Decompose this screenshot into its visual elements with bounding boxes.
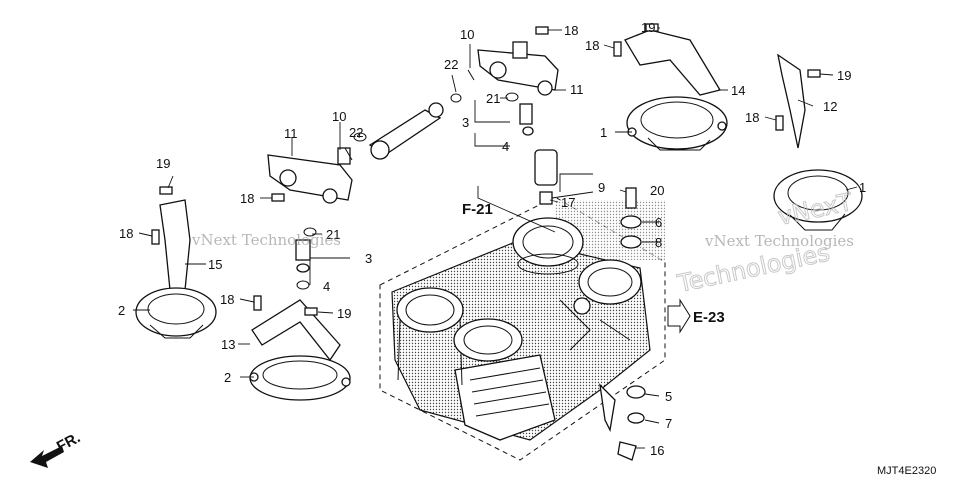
callout-labels: 1 1 2 2 3 3 4 4 5 6 7 8 9 10 10 11 11 12… [118, 20, 866, 458]
fuel-rail-upper [477, 41, 559, 136]
watermark-left: vNext Technologies [191, 231, 341, 249]
callout-1-top: 1 [600, 125, 607, 140]
throttle-body-assembly [379, 196, 666, 461]
callout-18-right: 18 [745, 110, 759, 125]
callout-21-mid: 21 [326, 227, 340, 242]
callout-21-top: 21 [486, 91, 500, 106]
funnel-right [773, 53, 863, 231]
ref-e23-arrow [667, 298, 691, 334]
leader-lines [133, 27, 858, 449]
callout-17: 17 [561, 195, 575, 210]
callout-5: 5 [665, 389, 672, 404]
callout-10-left: 10 [332, 109, 346, 124]
callout-11-left: 11 [284, 126, 298, 141]
callout-22-top: 22 [444, 57, 458, 72]
callout-7: 7 [665, 416, 672, 431]
callout-18-low: 18 [220, 292, 234, 307]
callout-2-upper: 2 [118, 303, 125, 318]
callout-15: 15 [208, 257, 222, 272]
callout-8: 8 [655, 235, 662, 250]
callout-19-right: 19 [837, 68, 851, 83]
front-arrow-icon [30, 446, 64, 468]
funnel-low [249, 299, 351, 401]
funnel-top [624, 29, 728, 151]
callout-19-low: 19 [337, 306, 351, 321]
callout-6: 6 [655, 215, 662, 230]
callout-3-upper: 3 [462, 115, 469, 130]
callout-18-topleft: 18 [585, 38, 599, 53]
callout-18-leftmid: 18 [119, 226, 133, 241]
callout-4-lower: 4 [323, 279, 330, 294]
callout-9: 9 [598, 180, 605, 195]
callout-4-upper: 4 [502, 139, 509, 154]
callout-18-top: 18 [564, 23, 578, 38]
callout-18-left: 18 [240, 191, 254, 206]
funnel-left [135, 199, 217, 339]
watermark-right: vNext Technologies [704, 232, 854, 250]
callout-19-top: 19 [641, 20, 655, 35]
diagram-code: MJT4E2320 [877, 465, 936, 477]
callout-13: 13 [221, 337, 235, 352]
callout-1-right: 1 [859, 180, 866, 195]
callout-19-left: 19 [156, 156, 170, 171]
callout-20: 20 [650, 183, 664, 198]
callout-14: 14 [731, 83, 745, 98]
callout-10-top: 10 [460, 27, 474, 42]
callout-2-lower: 2 [224, 370, 231, 385]
ref-e23: E-23 [693, 309, 725, 326]
ref-f21: F-21 [462, 201, 493, 218]
callout-22-left: 22 [349, 125, 363, 140]
callout-3-lower: 3 [365, 251, 372, 266]
fuel-feed-hose [368, 102, 558, 205]
fasteners [151, 23, 821, 461]
callout-16: 16 [650, 443, 664, 458]
fuel-rail-left [267, 147, 353, 290]
callout-12: 12 [823, 99, 837, 114]
callout-11-top: 11 [570, 82, 584, 97]
